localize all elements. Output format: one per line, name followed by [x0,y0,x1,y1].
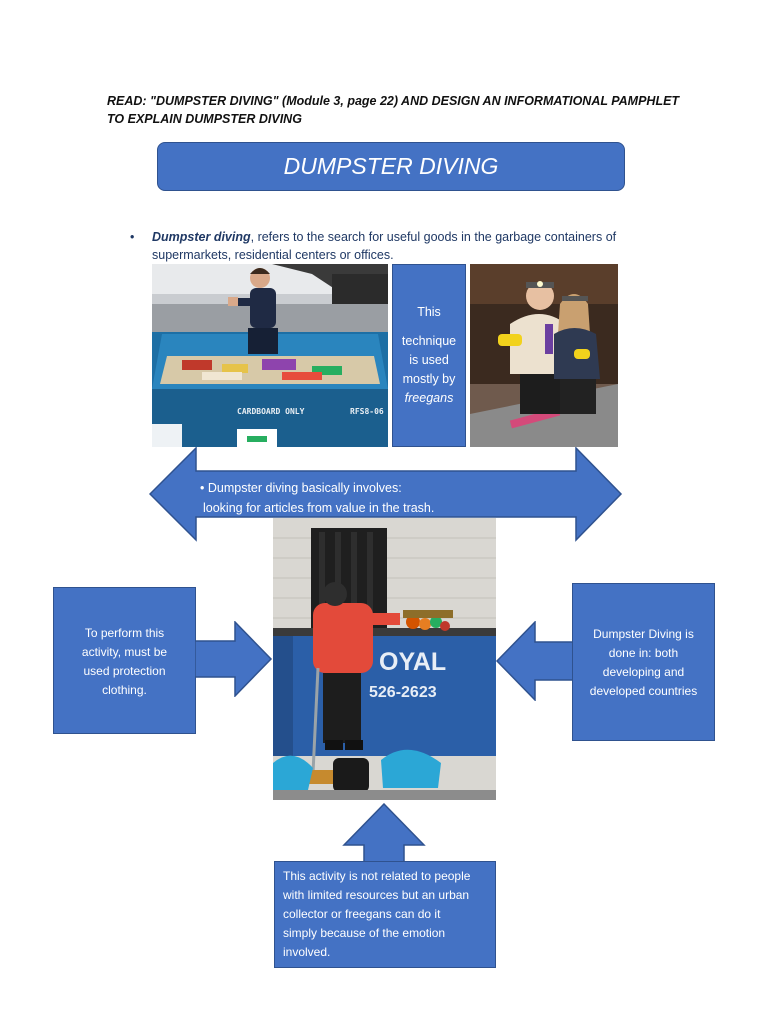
technique-line-3: is used [409,353,449,367]
left-box-line-3: used protection [83,664,166,678]
assignment-instruction: READ: "DUMPSTER DIVING" (Module 3, page … [107,92,707,128]
instruction-line-1: READ: "DUMPSTER DIVING" (Module 3, page … [107,94,680,108]
instruction-line-2: TO EXPLAIN DUMPSTER DIVING [107,112,302,126]
right-box-line-2: done in: both [608,646,679,660]
cardboard-dumpster-illustration [152,264,388,447]
left-box-line-2: activity, must be [81,645,168,659]
freegans-illustration [470,264,618,447]
double-arrow-line-1: • Dumpster diving basically involves: [200,481,402,495]
street-dumpster-illustration [273,518,496,800]
left-box-line-1: To perform this [84,626,165,640]
protection-clothing-box: To perform this activity, must be used p… [53,587,196,734]
bottom-box-line-4: simply because of the emotion [283,926,446,940]
photo-street-dumpster: OYAL 526-2623 [273,518,496,800]
double-arrow-line-2: looking for articles from value in the t… [203,501,435,515]
up-pointing-arrow-icon [342,803,426,863]
right-box-line-3: developing and [602,665,685,679]
emotion-box: This activity is not related to people w… [274,861,496,968]
right-box-line-1: Dumpster Diving is [593,627,694,641]
countries-box: Dumpster Diving is done in: both develop… [572,583,715,741]
bottom-box-line-3: collector or freegans can do it [283,907,441,921]
page-title: DUMPSTER DIVING [157,142,625,191]
double-arrow-shape [149,447,623,542]
technique-line-5: freegans [404,391,454,405]
technique-line-2: technique [401,334,457,348]
bottom-box-line-1: This activity is not related to people [283,869,471,883]
dumpster-brand: OYAL [379,648,447,676]
technique-box: This technique is used mostly by freegan… [392,264,466,447]
cardboard-sign: CARDBOARD ONLY [237,407,305,416]
right-pointing-arrow-icon [195,621,273,697]
left-box-line-4: clothing. [102,683,147,697]
photo-cardboard-dumpster: CARDBOARD ONLY RFS8-06 [152,264,388,447]
photo-freegans [470,264,618,447]
double-arrow-text: • Dumpster diving basically involves: lo… [200,478,580,518]
right-box-line-4: developed countries [589,684,698,698]
definition-term: Dumpster diving [152,230,251,244]
bottom-box-line-2: with limited resources but an urban [283,888,470,902]
left-pointing-arrow-icon [495,621,574,701]
definition-text: , refers to the search for useful goods … [152,230,617,262]
technique-line-1: This [417,305,441,319]
definition-bullet: • Dumpster diving, refers to the search … [130,228,630,264]
dumpster-code: RFS8-06 [350,407,384,416]
bottom-box-line-5: involved. [283,945,331,959]
bullet-icon: • [130,230,135,244]
technique-line-4: mostly by [402,372,456,386]
dumpster-phone: 526-2623 [369,684,437,701]
